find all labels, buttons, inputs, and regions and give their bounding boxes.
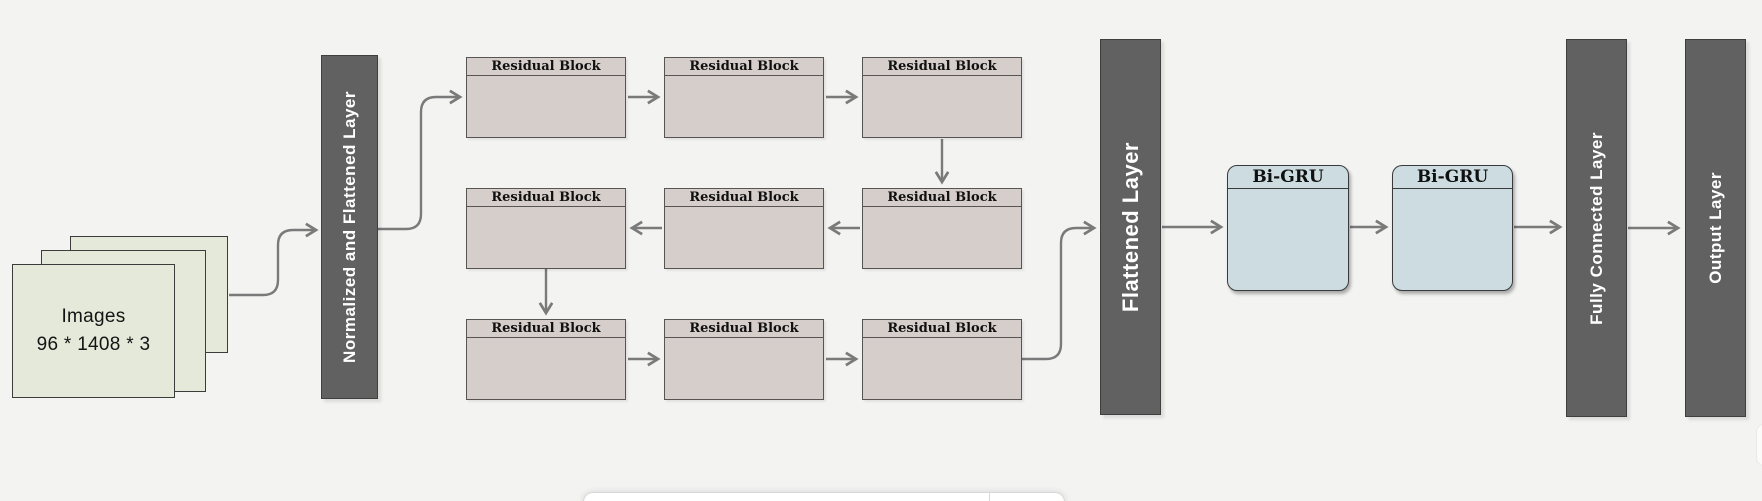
residual-block-label: Residual Block: [863, 320, 1021, 338]
residual-block-r2c1[interactable]: Residual Block: [466, 188, 626, 269]
connector-input-to-normalized: [229, 222, 319, 297]
output-layer-bar[interactable]: Output Layer: [1685, 39, 1746, 417]
residual-block-label: Residual Block: [863, 189, 1021, 207]
input-images-label: Images 96 * 1408 * 3: [13, 265, 174, 397]
residual-block-label: Residual Block: [467, 320, 625, 338]
residual-block-r1c2[interactable]: Residual Block: [664, 57, 824, 138]
fully-connected-layer-bar[interactable]: Fully Connected Layer: [1566, 39, 1627, 417]
residual-block-label: Residual Block: [665, 189, 823, 207]
bigru-label: Bi-GRU: [1228, 166, 1348, 189]
input-images-shape: 96 * 1408 * 3: [36, 334, 151, 355]
residual-block-r1c1[interactable]: Residual Block: [466, 57, 626, 138]
output-layer-label: Output Layer: [1705, 172, 1725, 284]
normalized-flattened-layer-bar[interactable]: Normalized and Flattened Layer: [321, 55, 378, 399]
right-edge-panel: [1756, 424, 1762, 466]
residual-block-r3c1[interactable]: Residual Block: [466, 319, 626, 400]
flattened-layer-bar[interactable]: Flattened Layer: [1100, 39, 1161, 415]
connector-normalized-to-r1c1: [378, 89, 463, 231]
residual-block-label: Residual Block: [467, 189, 625, 207]
residual-block-label: Residual Block: [665, 320, 823, 338]
bigru-block-1[interactable]: Bi-GRU: [1227, 165, 1349, 291]
input-images-card-front[interactable]: Images 96 * 1408 * 3: [12, 264, 175, 398]
residual-block-r3c3[interactable]: Residual Block: [862, 319, 1022, 400]
connector-r3c3-to-flattened: [1022, 220, 1097, 361]
flattened-layer-label: Flattened Layer: [1117, 141, 1143, 313]
input-images-title: Images: [61, 306, 126, 328]
fully-connected-layer-label: Fully Connected Layer: [1586, 131, 1606, 325]
bigru-block-2[interactable]: Bi-GRU: [1392, 165, 1513, 291]
residual-block-label: Residual Block: [665, 58, 823, 76]
residual-block-r1c3[interactable]: Residual Block: [862, 57, 1022, 138]
bigru-label: Bi-GRU: [1393, 166, 1512, 189]
residual-block-label: Residual Block: [467, 58, 625, 76]
bottom-toolbar[interactable]: [583, 492, 1065, 501]
residual-block-r2c2[interactable]: Residual Block: [664, 188, 824, 269]
bottom-toolbar-divider: [989, 493, 990, 501]
residual-block-r2c3[interactable]: Residual Block: [862, 188, 1022, 269]
residual-block-label: Residual Block: [863, 58, 1021, 76]
normalized-flattened-layer-label: Normalized and Flattened Layer: [339, 91, 359, 363]
residual-block-r3c2[interactable]: Residual Block: [664, 319, 824, 400]
